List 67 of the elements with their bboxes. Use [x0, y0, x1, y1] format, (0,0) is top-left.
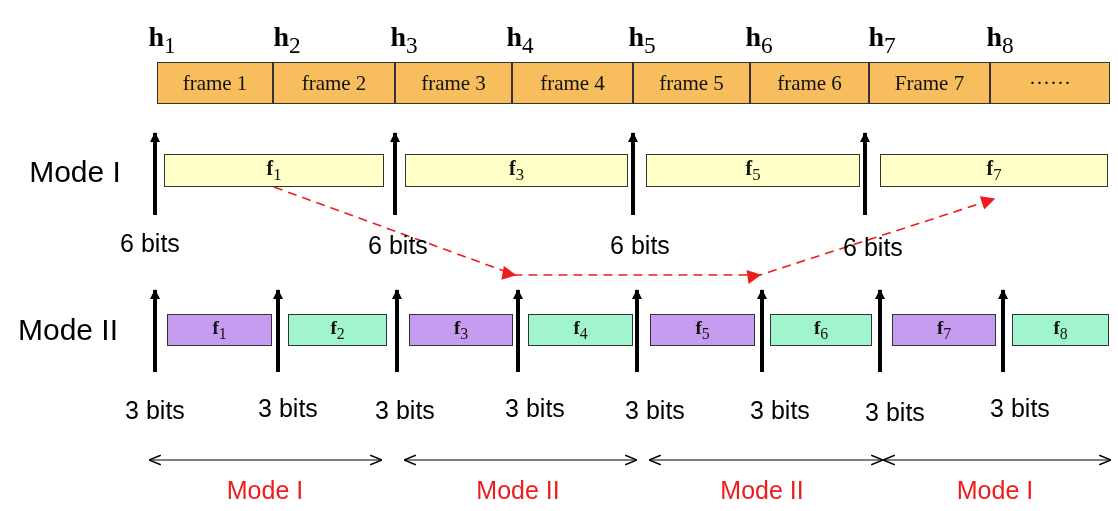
bit-count-label: 3 bits: [258, 395, 318, 421]
bit-count-label: 3 bits: [990, 395, 1050, 421]
packet-box: [1012, 314, 1109, 346]
box-text: frame 6: [777, 70, 842, 96]
bit-count-label: 3 bits: [865, 399, 925, 425]
mode-label: Mode I: [956, 477, 1034, 503]
bit-count-label: 3 bits: [505, 395, 565, 421]
bit-count-label: 6 bits: [120, 230, 180, 256]
box-text: f$_{2}$: [330, 317, 345, 343]
dashed-arrow: [273, 186, 996, 284]
box-text: frame 1: [182, 70, 248, 96]
frame-cell: [990, 62, 1110, 104]
box-text: f$_{5}$: [745, 156, 761, 185]
bit-count-label: 3 bits: [625, 397, 685, 423]
box-text: f$_{8}$: [1053, 317, 1068, 343]
row-label: Mode I: [29, 157, 121, 187]
frame-cell: [633, 62, 750, 104]
header-label: h$_{6}$: [745, 23, 773, 57]
mode-label: Mode II: [720, 477, 804, 503]
header-label: h$_{2}$: [273, 23, 301, 57]
box-text: f$_{3}$: [453, 317, 469, 343]
header-label: h$_{5}$: [628, 23, 656, 57]
box-text: f$_{3}$: [509, 156, 524, 185]
box-text: f$_{5}$: [695, 317, 710, 343]
bit-count-label: 3 bits: [750, 397, 810, 423]
bit-count-label: 6 bits: [368, 232, 428, 258]
box-text: f$_{4}$: [573, 317, 588, 343]
packet-box: [770, 314, 872, 346]
frame-cell: [750, 62, 869, 104]
box-text: frame 3: [421, 70, 486, 96]
box-text: f$_{6}$: [813, 317, 829, 343]
box-text: f$_{7}$: [936, 317, 952, 343]
header-label: h$_{4}$: [506, 23, 534, 57]
box-text: f$_{1}$: [266, 156, 282, 185]
packet-box: [164, 154, 384, 187]
packet-box: [892, 314, 996, 346]
mode-label: Mode I: [226, 477, 304, 503]
bit-count-label: 6 bits: [610, 232, 670, 258]
packet-box: [288, 314, 387, 346]
packet-box: [880, 154, 1108, 187]
row-label: Mode II: [17, 315, 119, 345]
mode-label: Mode II: [476, 477, 560, 503]
frame-cell: [395, 62, 512, 104]
packet-box: [167, 314, 272, 346]
box-text: frame 4: [540, 70, 605, 96]
header-label: h$_{7}$: [868, 23, 896, 57]
box-text: f$_{7}$: [986, 156, 1002, 185]
frame-cell: [157, 62, 273, 104]
box-text: ······: [1029, 70, 1071, 96]
packet-box: [409, 314, 513, 346]
bit-count-label: 3 bits: [125, 397, 185, 423]
packet-box: [646, 154, 860, 187]
header-label: h$_{1}$: [148, 23, 176, 57]
packet-box: [650, 314, 755, 346]
box-text: f$_{1}$: [212, 317, 227, 343]
frame-cell: [869, 62, 990, 104]
packet-box: [405, 154, 628, 187]
frame-cell: [273, 62, 395, 104]
box-text: frame 2: [301, 70, 367, 96]
header-label: h$_{8}$: [986, 23, 1014, 57]
bit-count-label: 6 bits: [843, 234, 903, 260]
packet-box: [528, 314, 633, 346]
frame-cell: [512, 62, 633, 104]
bit-count-label: 3 bits: [375, 397, 435, 423]
box-text: frame 5: [659, 70, 724, 96]
box-text: Frame 7: [894, 70, 965, 96]
header-label: h$_{3}$: [390, 23, 418, 57]
